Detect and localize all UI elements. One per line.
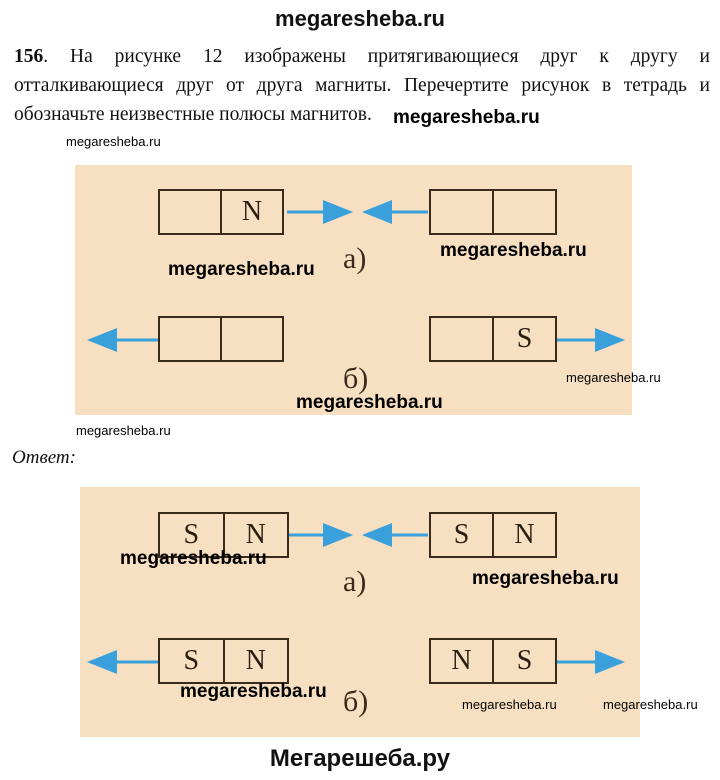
magnet-pole: N [222, 514, 288, 556]
magnet-pole: S [492, 318, 555, 360]
watermark: megaresheba.ru [462, 697, 557, 712]
label-b: б) [343, 362, 369, 395]
magnet-pole [160, 191, 220, 233]
label-a: а) [343, 242, 367, 275]
magnet-pole [431, 191, 492, 233]
site-title: megaresheba.ru [275, 6, 445, 31]
watermark: megaresheba.ru [393, 107, 540, 128]
magnet-pole: N [451, 645, 472, 676]
watermark: megaresheba.ru [472, 568, 619, 589]
magnet-pole: N [220, 191, 282, 233]
watermark: megaresheba.ru [120, 548, 267, 569]
magnet-pole: S [492, 640, 555, 682]
magnet [158, 316, 284, 362]
watermark: megaresheba.ru [440, 240, 587, 261]
magnet: N [158, 189, 284, 235]
magnet-pole: S [453, 519, 470, 550]
magnet-pole [220, 318, 282, 360]
problem-body: . На рисунке 12 изображены притягивающие… [14, 46, 710, 125]
magnet-pole: N [492, 514, 555, 556]
watermark: megaresheba.ru [603, 697, 698, 712]
label-a: а) [343, 565, 367, 598]
magnet-pole: N [222, 640, 288, 682]
magnet-pole: S [183, 519, 200, 550]
footer-title: Мегарешеба.ру [269, 745, 451, 772]
watermark: megaresheba.ru [168, 259, 315, 280]
magnet: S [429, 316, 557, 362]
magnet-pole [160, 318, 220, 360]
magnet [429, 189, 557, 235]
watermark: megaresheba.ru [76, 423, 171, 438]
magnet-pole: S [183, 645, 200, 676]
answer-label: Ответ: [12, 447, 76, 468]
watermark: megaresheba.ru [566, 370, 661, 385]
label-b: б) [343, 685, 369, 718]
figure-question [75, 165, 632, 415]
problem-text: 156. На рисунке 12 изображены притягиваю… [14, 42, 710, 129]
problem-number: 156 [14, 46, 44, 67]
watermark: megaresheba.ru [66, 134, 161, 149]
watermark: megaresheba.ru [296, 392, 443, 413]
watermark: megaresheba.ru [180, 681, 327, 702]
magnet-pole [492, 191, 555, 233]
magnet-pole [431, 318, 492, 360]
